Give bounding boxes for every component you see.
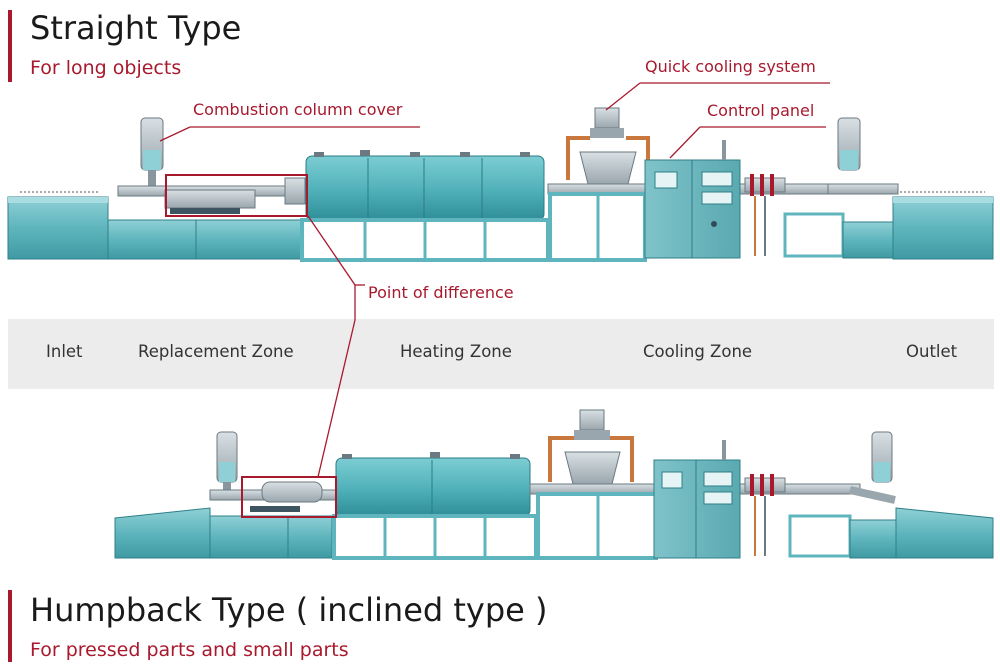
straight-type-subtitle: For long objects [30,57,182,79]
zone-label-replacement: Replacement Zone [138,342,294,361]
straight-type-title: Straight Type [30,9,242,47]
callout-combustion-column-cover: Combustion column cover [193,100,403,119]
callout-control-panel: Control panel [707,101,815,120]
control-panel-humpback [653,440,741,559]
humpback-type-machine [114,409,994,560]
straight-heating-furnace [305,150,545,221]
humpback-quick-cooling-unit [548,409,634,485]
zone-band [8,319,994,389]
straight-type-machine [7,107,994,262]
humpback-type-subtitle: For pressed parts and small parts [30,639,349,661]
callout-quick-cooling-system: Quick cooling system [645,57,816,76]
zone-label-inlet: Inlet [46,342,83,361]
outlet-column-icon [837,117,861,171]
humpback-type-title: Humpback Type ( inclined type ) [30,591,548,629]
humpback-heating-furnace [335,452,531,517]
inlet-column-icon [140,117,164,188]
zone-label-outlet: Outlet [906,342,958,361]
humpback-difference-highlight [241,476,337,518]
humpback-outlet-column-icon [871,431,893,483]
humpback-accent-bar [8,590,12,662]
quick-cooling-unit [566,107,650,185]
callout-point-of-difference: Point of difference [368,283,514,302]
zone-label-heating: Heating Zone [400,342,512,361]
straight-difference-highlight [165,174,308,217]
control-panel-straight [644,140,741,259]
callout-leaders [159,82,830,478]
straight-accent-bar [8,10,12,82]
zone-label-cooling: Cooling Zone [643,342,753,361]
